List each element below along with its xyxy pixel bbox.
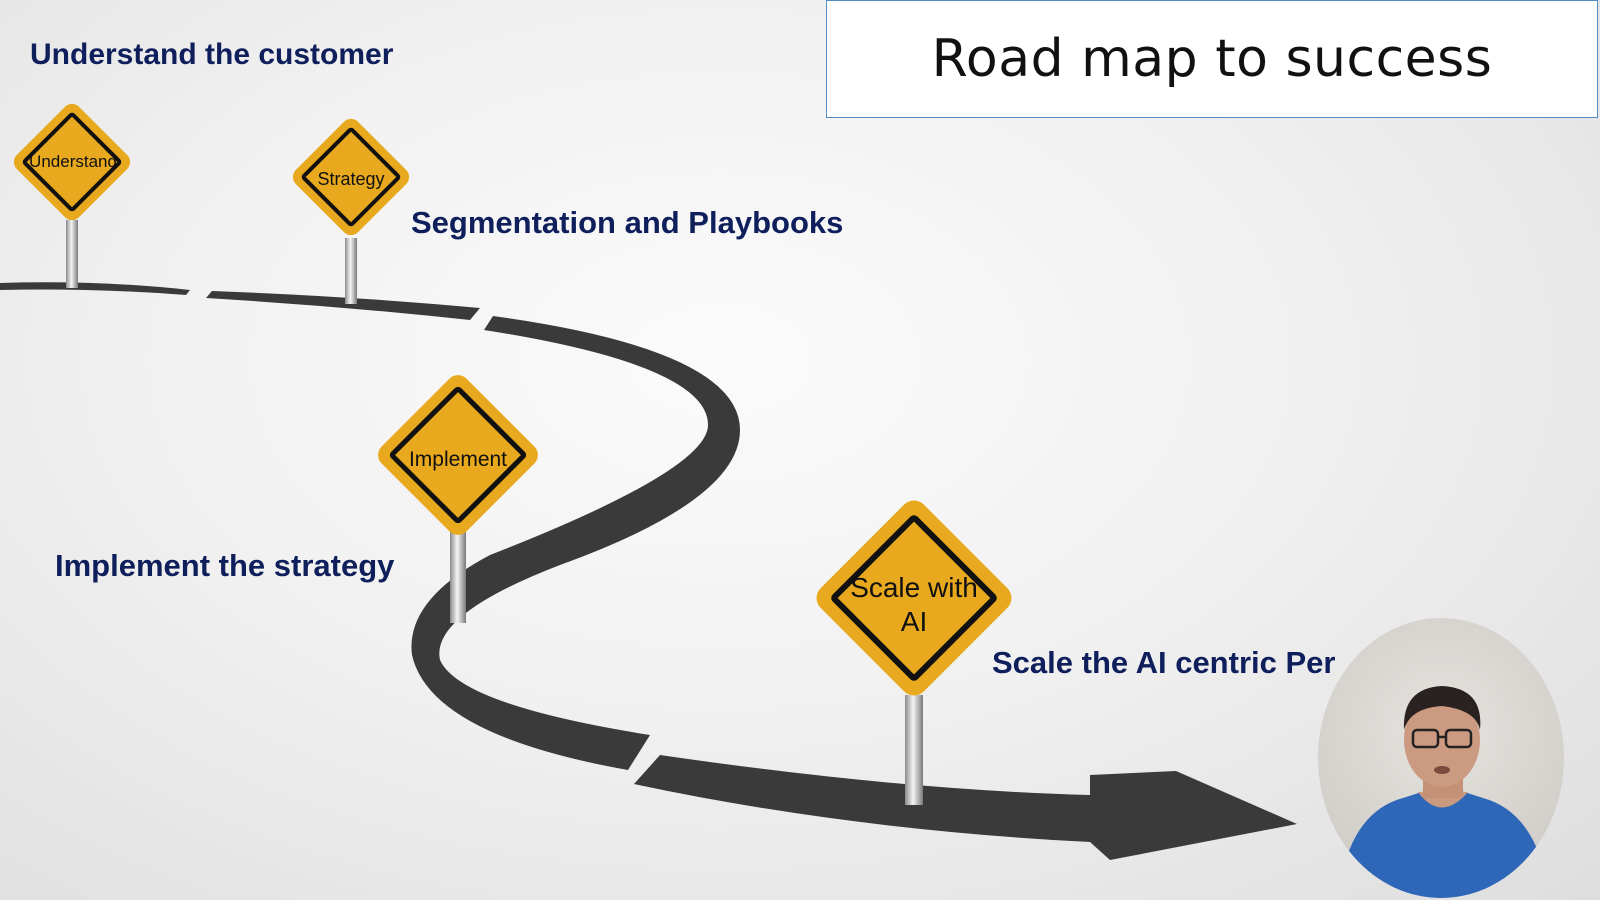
label-implement: Implement the strategy (55, 548, 395, 583)
title-box: Road map to success (826, 0, 1598, 118)
pole-scale (905, 695, 923, 805)
sign-scale-text-line2: AI (900, 605, 928, 637)
road-arrow (634, 755, 1297, 860)
sign-implement (378, 375, 538, 535)
label-scale: Scale the AI centric Per (992, 645, 1336, 680)
road-segment-1 (0, 282, 190, 295)
road-segment-3 (411, 316, 740, 770)
label-segmentation: Segmentation and Playbooks (411, 205, 844, 240)
pole-understand (66, 220, 78, 288)
presenter-icon (1338, 686, 1550, 898)
sign-strategy-text: Strategy (317, 169, 385, 189)
road (0, 282, 1297, 860)
sign-understand-text: Understand (29, 152, 117, 171)
sign-scale-text: Scale with AI (838, 571, 990, 638)
presenter-shirt (1338, 790, 1550, 898)
presenter-hair (1403, 686, 1481, 730)
presenter-head (1404, 693, 1480, 787)
slide-title: Road map to success (931, 29, 1493, 89)
road-segment-2 (206, 291, 480, 320)
pole-implement (450, 525, 466, 623)
sign-scale (816, 500, 1012, 696)
sign-strategy (292, 118, 410, 236)
pole-strategy (345, 238, 357, 304)
label-understand: Understand the customer (30, 38, 394, 71)
presenter-glasses (1411, 728, 1473, 749)
sign-implement-text: Implement (408, 448, 508, 471)
presenter-webcam (1318, 618, 1564, 898)
sign-understand (13, 103, 131, 221)
sign-scale-text-line1: Scale with (850, 572, 978, 603)
